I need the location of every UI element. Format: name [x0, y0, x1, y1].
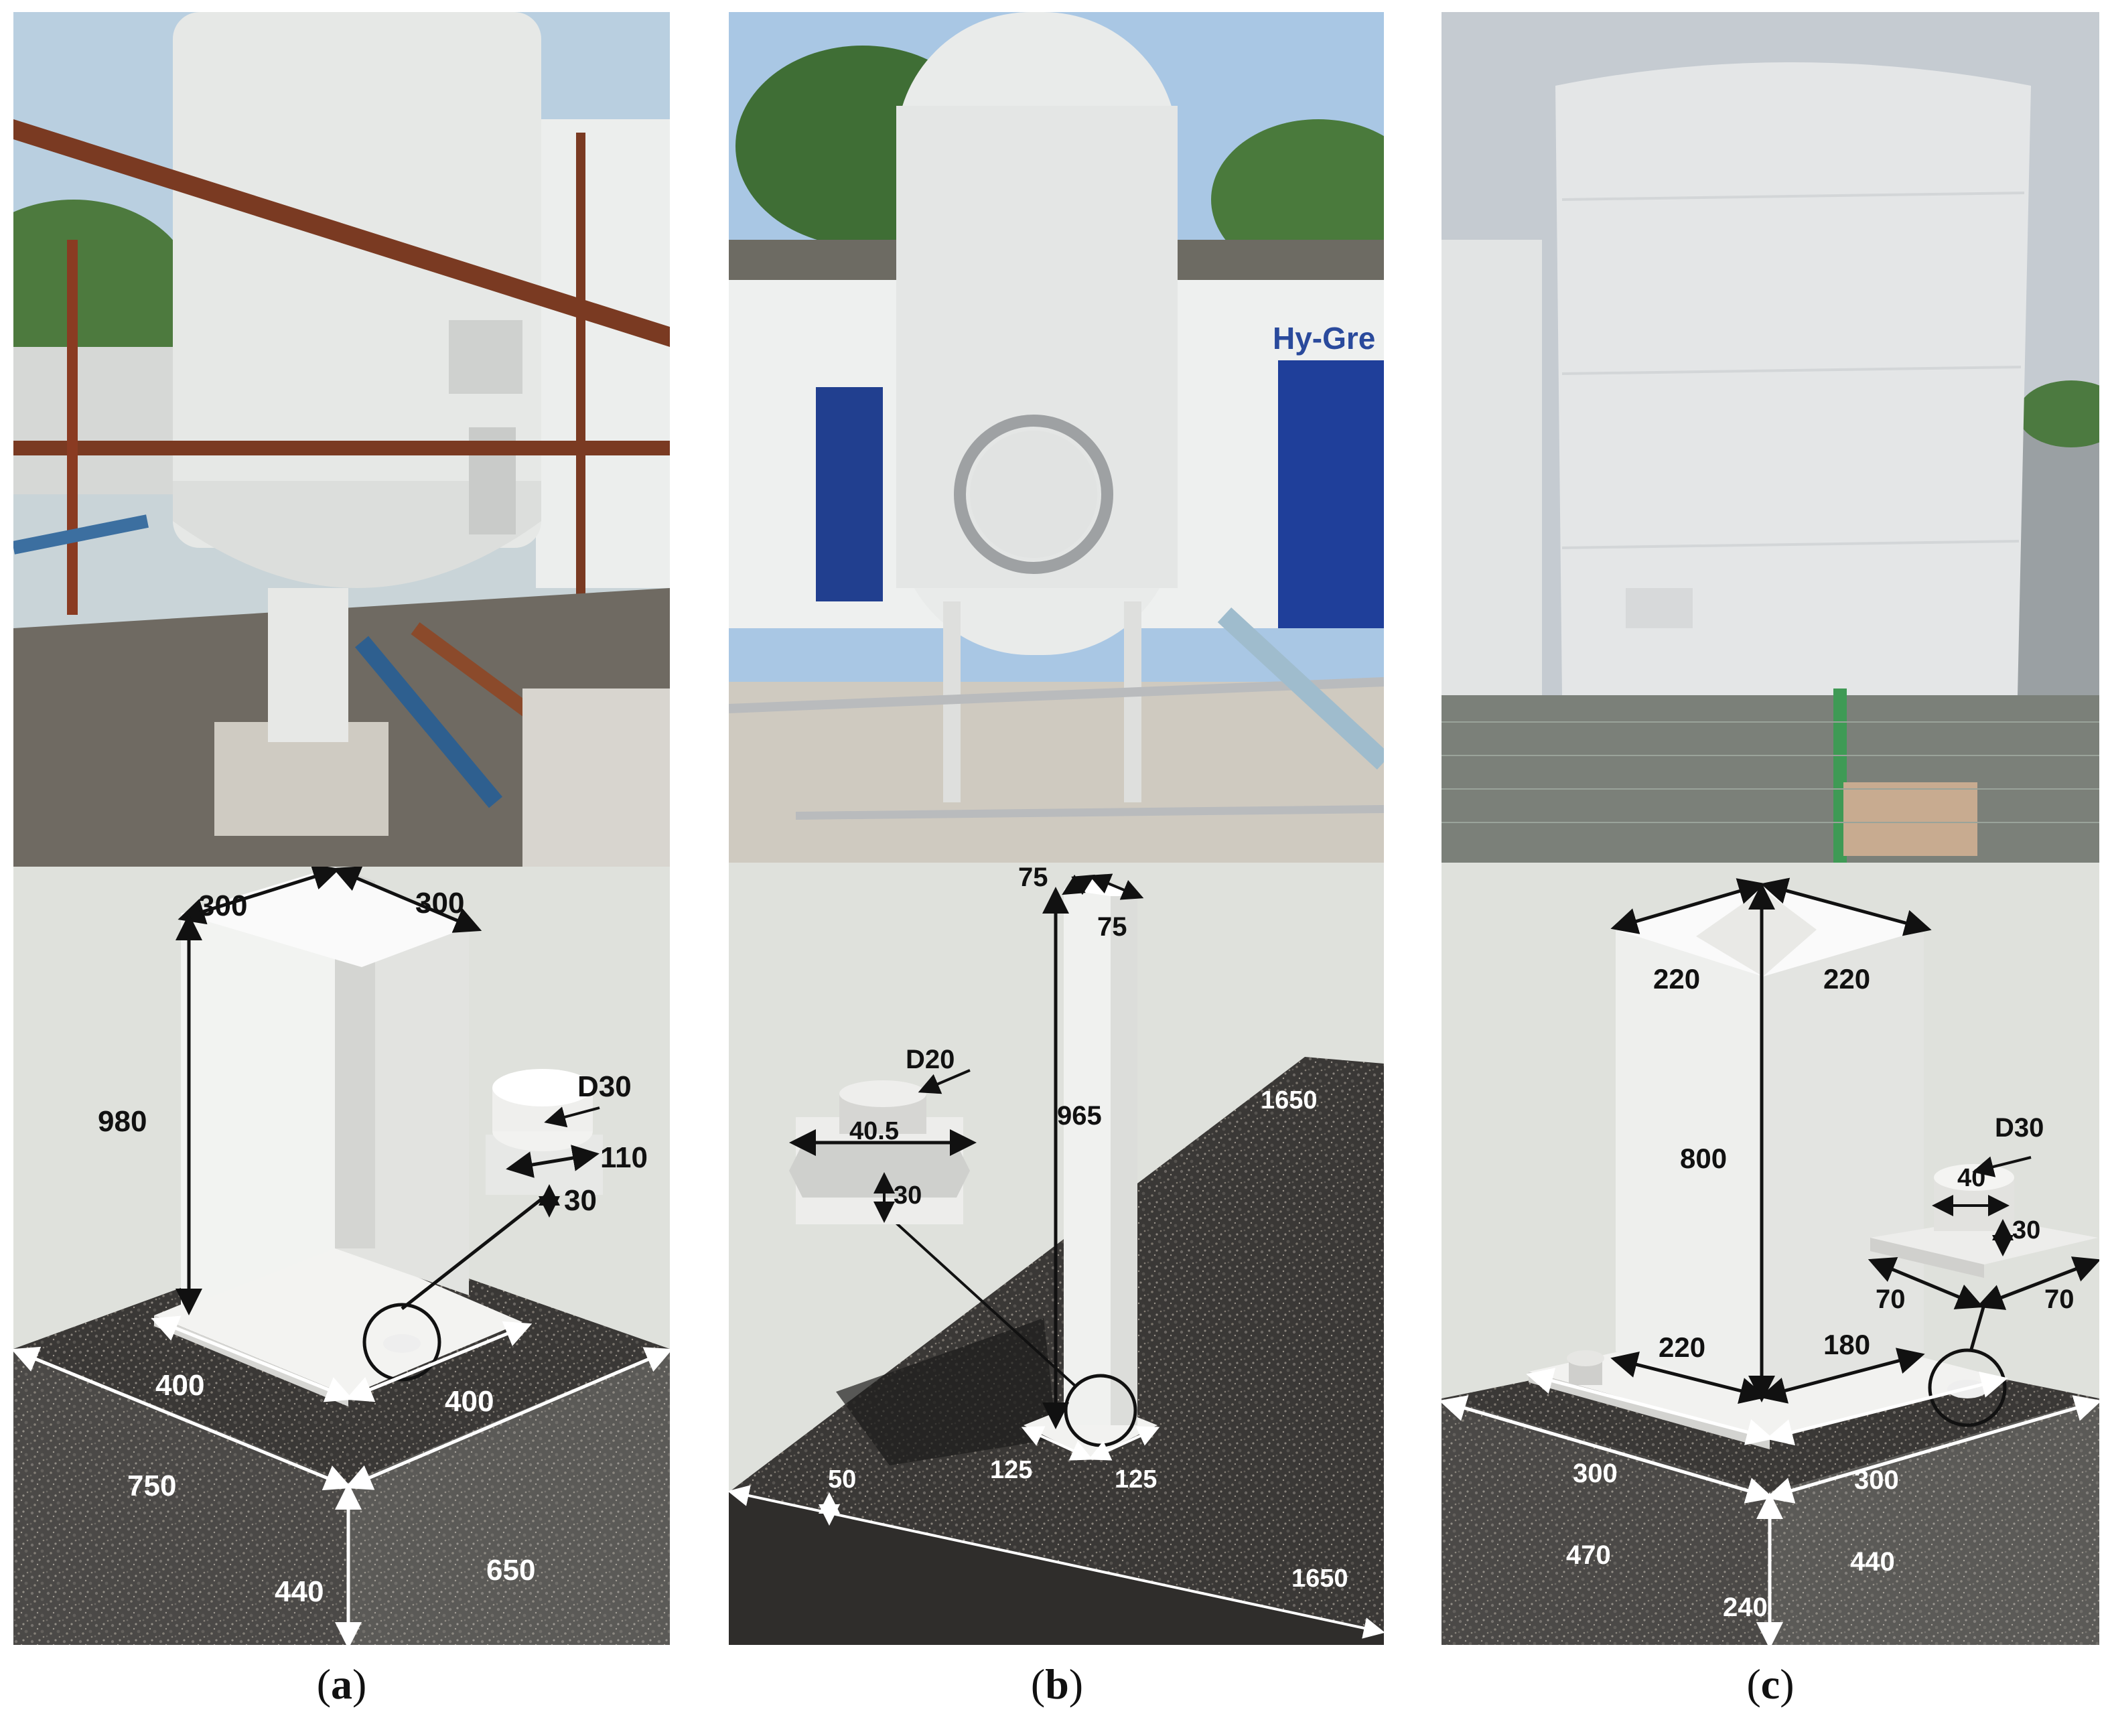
dim-a-plate-right: 400	[445, 1385, 494, 1418]
dim-c-column-side: 180	[1823, 1329, 1871, 1360]
dim-b-top-a: 75	[1018, 863, 1048, 892]
dim-a-base-right: 650	[486, 1554, 536, 1587]
dim-a-bolt-diameter: D30	[577, 1070, 632, 1103]
dim-b-height: 965	[1057, 1101, 1102, 1131]
dim-b-plate-right: 125	[1115, 1465, 1157, 1494]
dim-c-column-base: 220	[1659, 1331, 1706, 1363]
panel-c: 220 220 800 D30 40 30 70 70 220 180 300 …	[1442, 12, 2099, 1645]
dim-c-bolt-width: 40	[1957, 1164, 1986, 1192]
dim-a-top-right: 300	[415, 887, 465, 920]
dim-a-base-depth: 440	[275, 1575, 324, 1608]
photo-b-tank: Hy-Gre	[729, 12, 1384, 863]
dim-c-height: 800	[1680, 1143, 1728, 1174]
dim-b-plate-left: 125	[990, 1456, 1033, 1484]
dim-b-bolt-width: 40.5	[849, 1117, 899, 1145]
dim-c-base-left: 470	[1566, 1540, 1611, 1570]
dim-a-height: 980	[98, 1105, 147, 1138]
dim-a-bolt-width: 110	[600, 1141, 648, 1174]
dim-c-bolt-diameter: D30	[1995, 1113, 2044, 1143]
caption-b: (b)	[1030, 1660, 1084, 1708]
dim-c-washer-left: 70	[1876, 1285, 1906, 1314]
dim-b-bolt-diameter: D20	[906, 1045, 955, 1074]
panel-a: 300 300 980 D30 110 30 400 400 750 440 6…	[13, 12, 670, 1645]
dim-b-slab-near: 1650	[1291, 1565, 1348, 1593]
dim-a-top-left: 300	[198, 889, 248, 922]
caption-c: (c)	[1746, 1660, 1795, 1708]
dim-b-slab-far: 1650	[1261, 1086, 1318, 1114]
panel-b: Hy-Gre	[729, 12, 1384, 1645]
dim-a-bolt-height: 30	[564, 1184, 597, 1217]
photo-b-sign-text: Hy-Gre	[1273, 321, 1376, 356]
caption-a: (a)	[316, 1660, 367, 1708]
dim-c-base-right: 440	[1850, 1547, 1895, 1577]
dim-c-plate-left: 300	[1573, 1459, 1618, 1488]
dim-c-top-left: 220	[1653, 963, 1701, 995]
photo-a-tank	[13, 12, 670, 867]
dim-a-plate-left: 400	[155, 1369, 205, 1402]
dim-a-base-left: 750	[127, 1469, 177, 1502]
dim-b-bolt-height: 30	[894, 1181, 922, 1210]
dim-c-plate-right: 300	[1854, 1465, 1899, 1495]
dim-c-washer-right: 70	[2044, 1285, 2075, 1314]
render-a-foundation: 300 300 980 D30 110 30 400 400 750 440 6…	[13, 867, 670, 1645]
dim-b-top-b: 75	[1097, 912, 1127, 942]
photo-c-tank	[1442, 12, 2099, 863]
dim-b-slab-thickness: 50	[828, 1465, 857, 1494]
dim-c-base-depth: 240	[1723, 1593, 1768, 1622]
render-c-foundation: 220 220 800 D30 40 30 70 70 220 180 300 …	[1442, 863, 2099, 1645]
render-b-foundation: 75 75 D20 40.5 30 965 1650 50 125 125 16…	[729, 863, 1384, 1645]
dim-c-bolt-height: 30	[2012, 1216, 2041, 1244]
dim-c-top-right: 220	[1823, 963, 1871, 995]
